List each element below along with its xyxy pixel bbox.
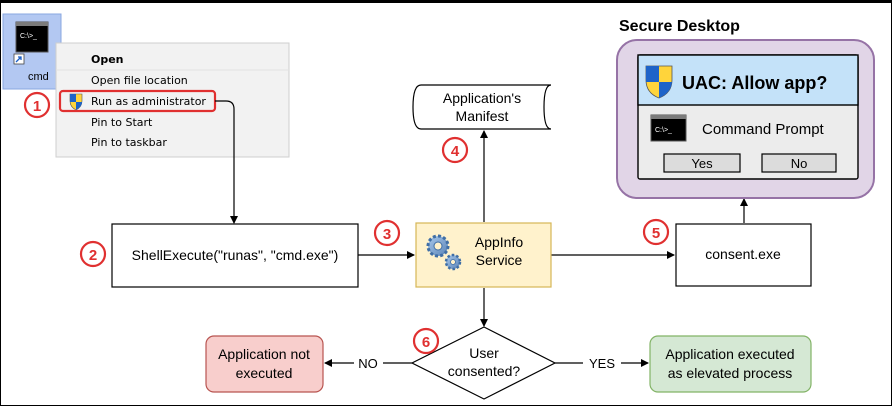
menu-item-pin-to-start[interactable]: Pin to Start	[91, 116, 153, 129]
step-badge-3: 3	[373, 219, 401, 247]
step-badge-4-number: 4	[451, 143, 460, 160]
menu-item-open[interactable]: Open	[91, 53, 124, 66]
top-bar	[0, 0, 892, 3]
menu-item-open-file-location[interactable]: Open file location	[91, 74, 188, 87]
uac-shield-icon	[69, 93, 83, 111]
secure-desktop-title: Secure Desktop	[619, 18, 740, 35]
consent-label: consent.exe	[705, 246, 781, 262]
decision-label-line1: User	[469, 345, 499, 361]
shellexecute-node: ShellExecute("runas", "cmd.exe")	[111, 223, 359, 288]
step-badge-5: 5	[642, 218, 670, 246]
decision-label-line2: consented?	[448, 363, 521, 379]
executed-label-line1: Application executed	[665, 346, 794, 362]
step-badge-2: 2	[79, 240, 107, 268]
connectors	[215, 100, 748, 367]
uac-dialog-header	[637, 54, 859, 106]
secure-desktop-panel: UAC: Allow app? C:\>_ Command Prompt Yes…	[616, 39, 875, 199]
console-icon-text: C:\>_	[20, 33, 37, 40]
command-prompt-icon-text: C:\>_	[655, 127, 672, 134]
step-badge-4: 4	[441, 136, 469, 164]
uac-yes-button[interactable]: Yes	[663, 153, 741, 173]
not-executed-label-line2: executed	[236, 365, 293, 381]
executed-node: Application executed as elevated process	[649, 335, 812, 393]
shellexecute-label: ShellExecute("runas", "cmd.exe")	[132, 247, 339, 263]
menu-item-run-as-administrator[interactable]: Run as administrator	[91, 95, 206, 108]
edge-label-no: NO	[358, 356, 378, 371]
consent-node: consent.exe	[675, 223, 812, 287]
manifest-label-line2: Manifest	[456, 108, 509, 124]
step-badge-5-number: 5	[652, 225, 660, 242]
not-executed-node: Application not executed	[205, 335, 324, 393]
command-prompt-icon	[650, 114, 687, 142]
edge-label-yes: YES	[589, 356, 615, 371]
uac-shield-large-icon	[645, 65, 673, 99]
uac-dialog-title: UAC: Allow app?	[682, 73, 827, 93]
uac-no-button[interactable]: No	[761, 153, 837, 173]
appinfo-service-node: AppInfo Service	[415, 222, 552, 288]
manifest-label-line1: Application's	[443, 90, 521, 106]
edge-menu-to-shellexecute	[215, 100, 238, 224]
context-menu: Open Open file location Run as administr…	[55, 42, 290, 158]
appinfo-label-line2: Service	[476, 252, 523, 268]
appinfo-label-line1: AppInfo	[475, 234, 523, 250]
uac-yes-button-label: Yes	[691, 156, 713, 171]
desktop-icon-label: cmd	[28, 71, 49, 83]
menu-item-pin-to-taskbar[interactable]: Pin to taskbar	[91, 136, 167, 149]
step-badge-1: 1	[23, 91, 51, 119]
step-badge-6: 6	[412, 327, 440, 355]
uac-no-button-label: No	[791, 156, 808, 171]
manifest-node: Application's Manifest	[412, 84, 552, 130]
decision-node: User consented?	[410, 326, 557, 400]
step-badge-2-number: 2	[89, 247, 97, 264]
uac-app-name: Command Prompt	[702, 121, 825, 138]
cmd-desktop-icon[interactable]: C:\>_ cmd	[2, 13, 62, 90]
step-badge-3-number: 3	[383, 226, 391, 243]
console-icon	[15, 21, 49, 53]
not-executed-label-line1: Application not	[218, 346, 310, 362]
executed-label-line2: as elevated process	[668, 365, 793, 381]
step-badge-1-number: 1	[33, 98, 41, 115]
gears-icon	[426, 234, 462, 271]
step-badge-6-number: 6	[422, 334, 430, 351]
